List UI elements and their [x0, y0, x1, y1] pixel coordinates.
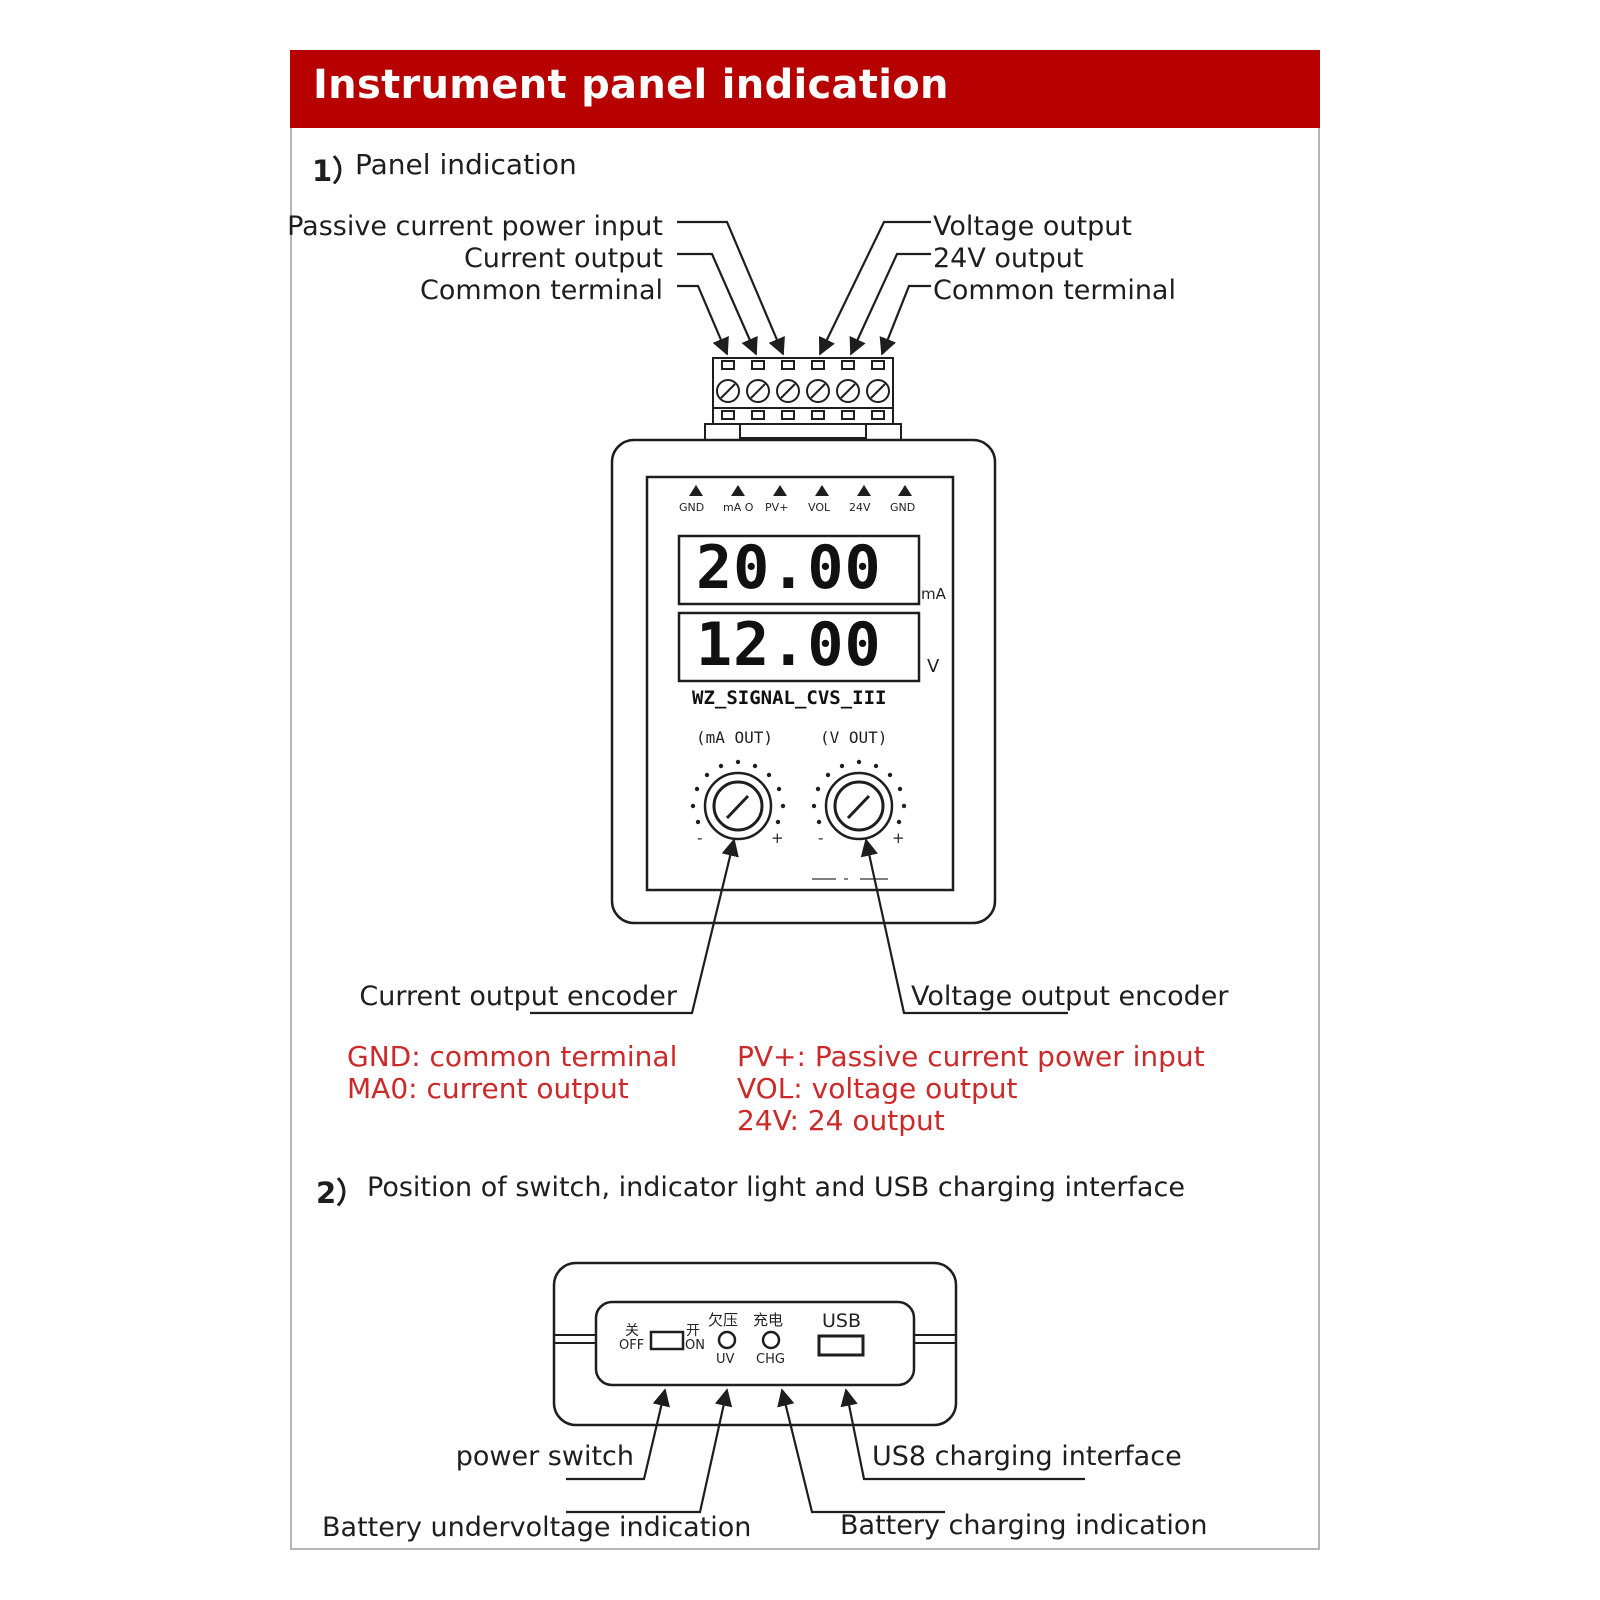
legend-24v: 24V: 24 output [737, 1104, 945, 1137]
usb-label: USB [822, 1310, 862, 1332]
section2-title: Position of switch, indicator light and … [367, 1172, 1185, 1203]
knob-current-plus: + [771, 829, 784, 847]
section2-number: 2） [316, 1176, 366, 1210]
chg-indicator-light [761, 1330, 781, 1350]
knob-current[interactable] [703, 771, 773, 841]
terminal-code-pv: PV+ [765, 501, 789, 514]
leader-current-encoder [530, 838, 739, 1015]
device-model: WZ_SIGNAL_CVS_III [692, 687, 887, 709]
uv-indicator-light [717, 1330, 737, 1350]
leader-undervoltage [566, 1388, 733, 1514]
section1-title: Panel indication [355, 148, 577, 181]
label-common-terminal-left: Common terminal [420, 275, 663, 306]
power-switch-slider[interactable] [649, 1330, 685, 1351]
leader-charging [777, 1388, 945, 1514]
uv-cn-label: 欠压 [708, 1311, 739, 1329]
knob-scale-dots [690, 759, 907, 825]
display-top-value: 20.00 [696, 533, 882, 603]
leader-voltage-output [818, 220, 931, 356]
header-banner [290, 50, 1320, 128]
display-bottom [677, 611, 921, 683]
chg-cn-label: 充电 [753, 1311, 784, 1329]
label-current-output-encoder: Current output encoder [359, 981, 677, 1012]
knob-voltage-label: (V OUT) [820, 728, 888, 747]
terminal-code-gnd-2: GND [890, 501, 916, 514]
switch-on-cn: 开 [686, 1323, 700, 1339]
leader-power-switch [566, 1388, 670, 1481]
label-battery-undervoltage: Battery undervoltage indication [322, 1512, 752, 1543]
display-bottom-value: 12.00 [696, 610, 882, 680]
label-battery-charging: Battery charging indication [840, 1510, 1208, 1541]
label-power-switch: power switch [455, 1441, 634, 1472]
switch-off-cn: 关 [625, 1323, 639, 1339]
display-top [677, 534, 921, 606]
uv-label: UV [716, 1352, 735, 1367]
leader-common-right [879, 284, 931, 356]
terminal-code-gnd-1: GND [679, 501, 705, 514]
label-usb-charging-interface: US8 charging interface [872, 1441, 1182, 1472]
leader-24v-output [849, 252, 931, 356]
terminal-markers [689, 485, 912, 496]
terminal-code-24v: 24V [849, 501, 871, 514]
terminal-code-vol: VOL [808, 501, 831, 514]
page-title: Instrument panel indication [313, 62, 949, 108]
display-bottom-unit: V [927, 656, 940, 677]
leader-passive-current [677, 220, 785, 356]
label-current-output: Current output [463, 243, 663, 274]
label-passive-current-power-input: Passive current power input [287, 211, 663, 242]
legend-gnd: GND: common terminal [347, 1040, 678, 1073]
leader-current-output [677, 252, 758, 356]
terminal-code-mao: mA O [723, 501, 754, 514]
chg-label: CHG [756, 1352, 785, 1367]
knob-voltage[interactable] [824, 771, 894, 841]
legend-mao: MA0: current output [347, 1072, 629, 1105]
label-24v-output: 24V output [933, 243, 1084, 274]
legend-pv: PV+: Passive current power input [737, 1040, 1205, 1073]
leader-usb [840, 1388, 1085, 1481]
leader-common-left [677, 284, 729, 356]
leader-voltage-encoder [860, 838, 1068, 1015]
knob-voltage-minus: - [818, 829, 824, 847]
legend-vol: VOL: voltage output [737, 1072, 1018, 1105]
section1-number: 1） [312, 154, 362, 188]
terminal-block [704, 357, 902, 445]
label-voltage-output-encoder: Voltage output encoder [911, 981, 1229, 1012]
switch-on-label: ON [685, 1338, 705, 1353]
knob-current-minus: - [697, 829, 703, 847]
label-common-terminal-right: Common terminal [933, 275, 1176, 306]
bottom-device [552, 1261, 958, 1427]
switch-off-label: OFF [619, 1338, 645, 1353]
display-top-unit: mA [921, 585, 946, 603]
label-voltage-output: Voltage output [933, 211, 1132, 242]
knob-current-label: (mA OUT) [696, 728, 774, 747]
usb-port[interactable] [817, 1334, 865, 1357]
knob-voltage-plus: + [892, 829, 905, 847]
